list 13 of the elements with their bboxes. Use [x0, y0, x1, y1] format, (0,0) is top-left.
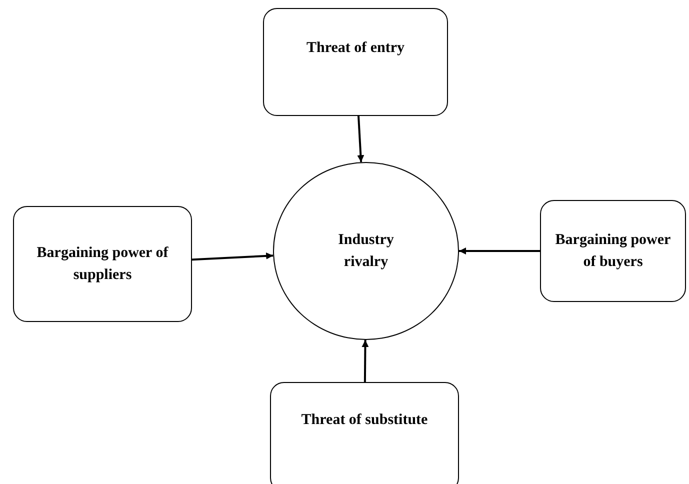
- arrow: [357, 116, 364, 162]
- force-box: [13, 206, 192, 322]
- node-label: Threat of entry: [306, 39, 405, 58]
- force-box: [540, 200, 686, 302]
- arrow: [459, 248, 540, 254]
- force-box: [263, 8, 448, 116]
- node-label: Bargaining power of buyers: [554, 230, 672, 272]
- node-label: Bargaining power of suppliers: [36, 244, 170, 285]
- arrow: [192, 252, 274, 261]
- node-label: Industry rivalry: [337, 230, 395, 272]
- arrow: [362, 340, 369, 382]
- node-label: Threat of substitute: [301, 411, 428, 430]
- force-box: [270, 382, 459, 484]
